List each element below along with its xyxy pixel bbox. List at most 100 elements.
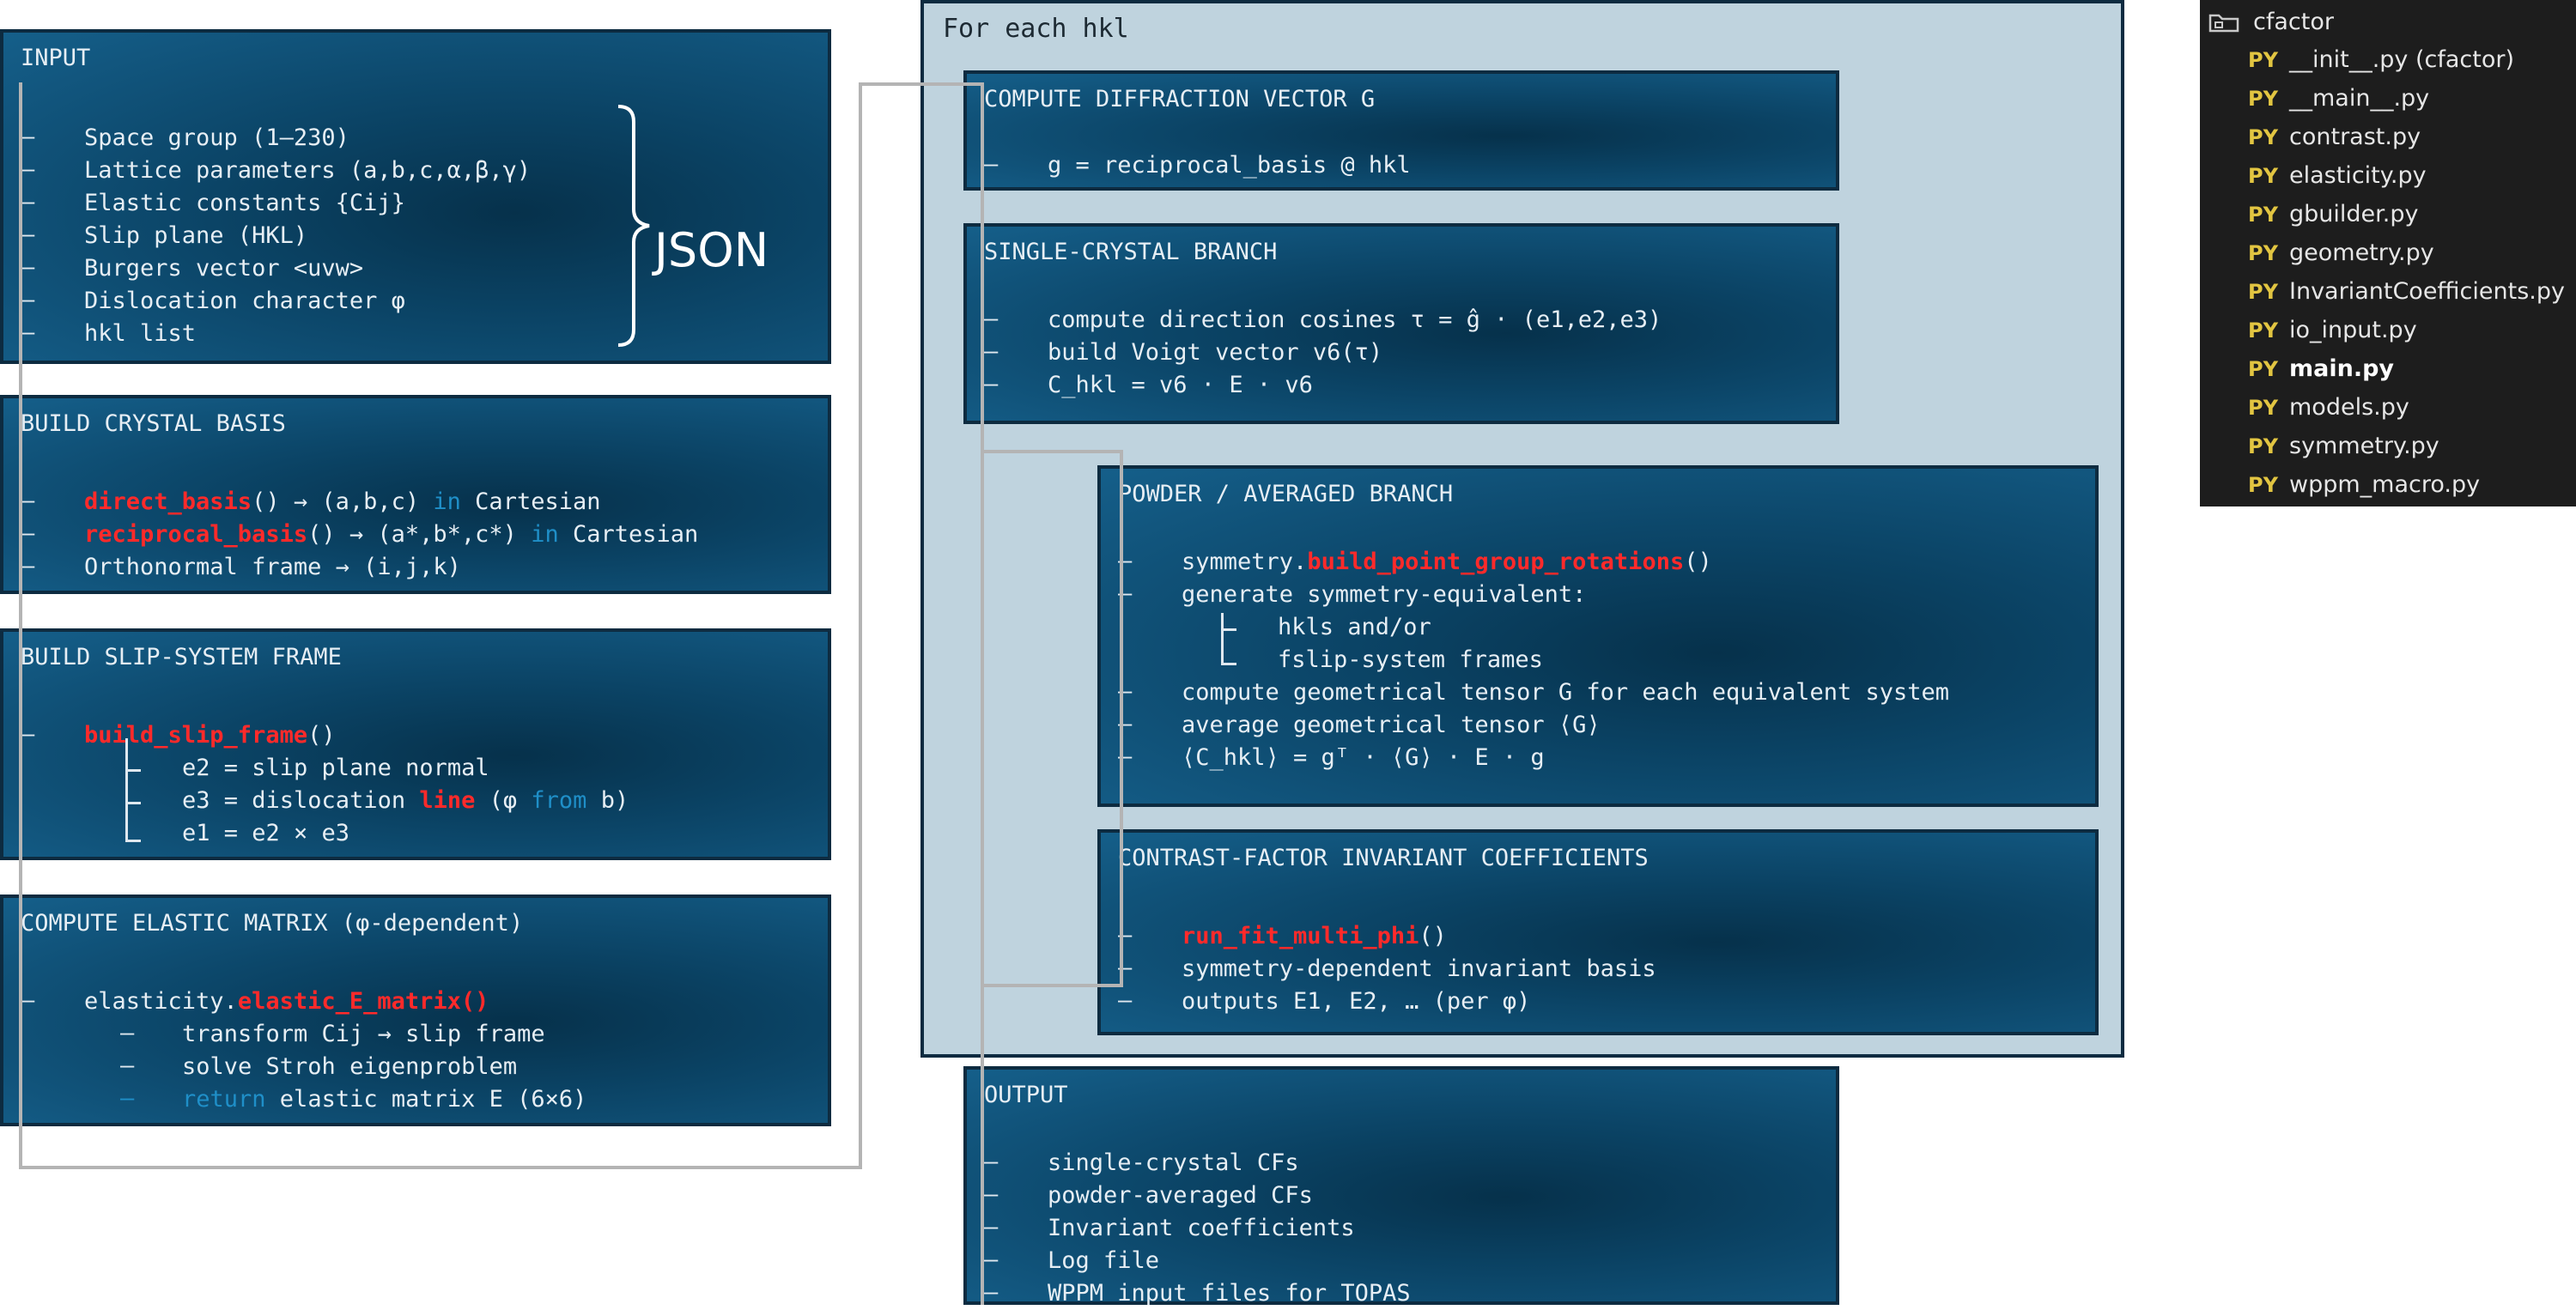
python-file-icon: PY [2248,434,2278,458]
elastic-call-line: elasticity.elastic_E_matrix() [84,986,489,1018]
input-item: Burgers vector <uvw> [84,255,364,282]
orthonormal-line: Orthonormal frame → (i,j,k) [84,554,461,580]
python-file-icon: PY [2248,48,2278,72]
tree-tick [1221,628,1236,631]
voigt-vector-line: build Voigt vector v6(τ) [1048,339,1383,366]
single-crystal-dash: – [984,338,999,365]
crystal-basis-dash: – [21,553,35,579]
connector-powder-bottom [981,984,1123,987]
generate-equivalent-line: generate symmetry-equivalent: [1182,581,1587,608]
elastic-prefix: elasticity. [84,988,238,1015]
file-name: symmetry.py [2289,433,2439,459]
output-dash: – [984,1149,999,1175]
keyword-from: from [531,787,587,814]
reciprocal-basis-rest: () → (a*,b*,c*) [307,521,532,548]
output-dash: – [984,1246,999,1273]
elastic-sub-dash: – [120,1052,135,1079]
for-each-hkl-title: For each hkl [943,14,1129,44]
invariant-basis-line: symmetry-dependent invariant basis [1182,955,1656,982]
python-file-icon: PY [2248,318,2278,343]
file-name: gbuilder.py [2289,201,2419,227]
run-fit-suffix: () [1419,923,1447,949]
single-crystal-dash: – [984,306,999,332]
reciprocal-basis-tail: Cartesian [558,521,699,548]
diffraction-line: g = reciprocal_basis @ hkl [1048,152,1411,179]
powder-tree [1221,613,1224,664]
output-dash: – [984,1181,999,1208]
python-file-icon: PY [2248,241,2278,265]
e3-line-keyword: line [419,787,476,814]
crystal-basis-dash: – [21,488,35,514]
input-item: Slip plane (HKL) [84,222,308,249]
elastic-sub-dash: – [120,1020,135,1046]
python-file-icon: PY [2248,280,2278,304]
elastic-sub-transform: transform Cij → slip frame [182,1021,545,1047]
input-item: Space group (1–230) [84,124,349,151]
file-name: main.py [2289,355,2395,382]
reciprocal-basis-fn: reciprocal_basis [84,521,308,548]
diffraction-vector-title: COMPUTE DIFFRACTION VECTOR G [984,86,1376,112]
connector-powder-vertical [1120,450,1123,987]
file-name: InvariantCoefficients.py [2289,278,2565,305]
c-hkl-line: C_hkl = v6 · E · v6 [1048,372,1313,398]
direction-cosines-line: compute direction cosines τ = ĝ · (e1,e2… [1048,306,1662,333]
e3-text-c: b) [586,787,629,814]
point-group-suffix: () [1684,549,1712,575]
direct-basis-line: direct_basis() → (a,b,c) in Cartesian [84,486,600,519]
e2-line: e2 = slip plane normal [182,755,489,781]
python-file-icon: PY [2248,357,2278,381]
output-item: WPPM input files for TOPAS [1048,1280,1411,1307]
connector-powder-top [981,450,1123,453]
tree-tick [125,840,141,842]
e1-line: e1 = e2 × e3 [182,820,350,846]
point-group-rotations-line: symmetry.build_point_group_rotations() [1182,546,1712,579]
e3-text-b: (φ [475,787,532,814]
folder-icon [2208,14,2239,33]
invariant-dash: – [1118,987,1133,1014]
e3-line: e3 = dislocation line (φ from b) [182,785,629,817]
direct-basis-tail: Cartesian [460,488,601,515]
slip-frame-box: BUILD SLIP-SYSTEM FRAME – build_slip_fra… [0,628,831,860]
diffraction-vector-box: COMPUTE DIFFRACTION VECTOR G – g = recip… [963,70,1839,191]
json-label: JSON [654,223,769,277]
input-dash: – [21,254,35,281]
elastic-return-line: return elastic matrix E (6×6) [182,1083,586,1116]
connector-main-vertical [981,82,984,1305]
connector-mid-vertical [859,82,862,1169]
output-item: powder-averaged CFs [1048,1182,1313,1209]
output-item: Log file [1048,1247,1160,1274]
connector-left-vertical [19,82,22,1169]
python-file-icon: PY [2248,87,2278,111]
tree-tick [125,802,141,804]
python-file-icon: PY [2248,203,2278,227]
python-file-icon: PY [2248,164,2278,188]
input-dash: – [21,221,35,248]
input-title: INPUT [21,45,91,71]
single-crystal-dash: – [984,371,999,397]
file-name: contrast.py [2289,124,2421,150]
input-box: INPUT – Space group (1–230) – Lattice pa… [0,29,831,364]
single-crystal-title: SINGLE-CRYSTAL BRANCH [984,239,1278,265]
output-title: OUTPUT [984,1082,1068,1108]
crystal-basis-dash: – [21,520,35,547]
curly-brace [617,105,650,347]
elastic-sub-stroh: solve Stroh eigenproblem [182,1053,518,1080]
file-name: __init__.py (cfactor) [2289,46,2514,73]
output-dash: – [984,1214,999,1240]
elastic-return-rest: elastic matrix E (6×6) [265,1086,587,1113]
file-name: io_input.py [2289,317,2417,343]
crystal-basis-title: BUILD CRYSTAL BASIS [21,410,286,437]
build-slip-frame-fn: build_slip_frame [84,722,308,749]
output-item: single-crystal CFs [1048,1149,1299,1176]
invariant-coefficients-title: CONTRAST-FACTOR INVARIANT COEFFICIENTS [1118,845,1649,871]
elastic-matrix-title: COMPUTE ELASTIC MATRIX (φ-dependent) [21,910,524,937]
invariant-coefficients-box: CONTRAST-FACTOR INVARIANT COEFFICIENTS –… [1097,829,2099,1035]
connector-bottom-horizontal [19,1166,862,1169]
diffraction-dash: – [984,151,999,178]
file-name: __main__.py [2289,85,2430,112]
elastic-matrix-box: COMPUTE ELASTIC MATRIX (φ-dependent) – e… [0,895,831,1126]
powder-branch-title: POWDER / AVERAGED BRANCH [1118,481,1454,507]
folder-name: cfactor [2253,9,2334,35]
input-item: Lattice parameters (a,b,c,α,β,γ) [84,157,532,184]
input-dash: – [21,124,35,150]
